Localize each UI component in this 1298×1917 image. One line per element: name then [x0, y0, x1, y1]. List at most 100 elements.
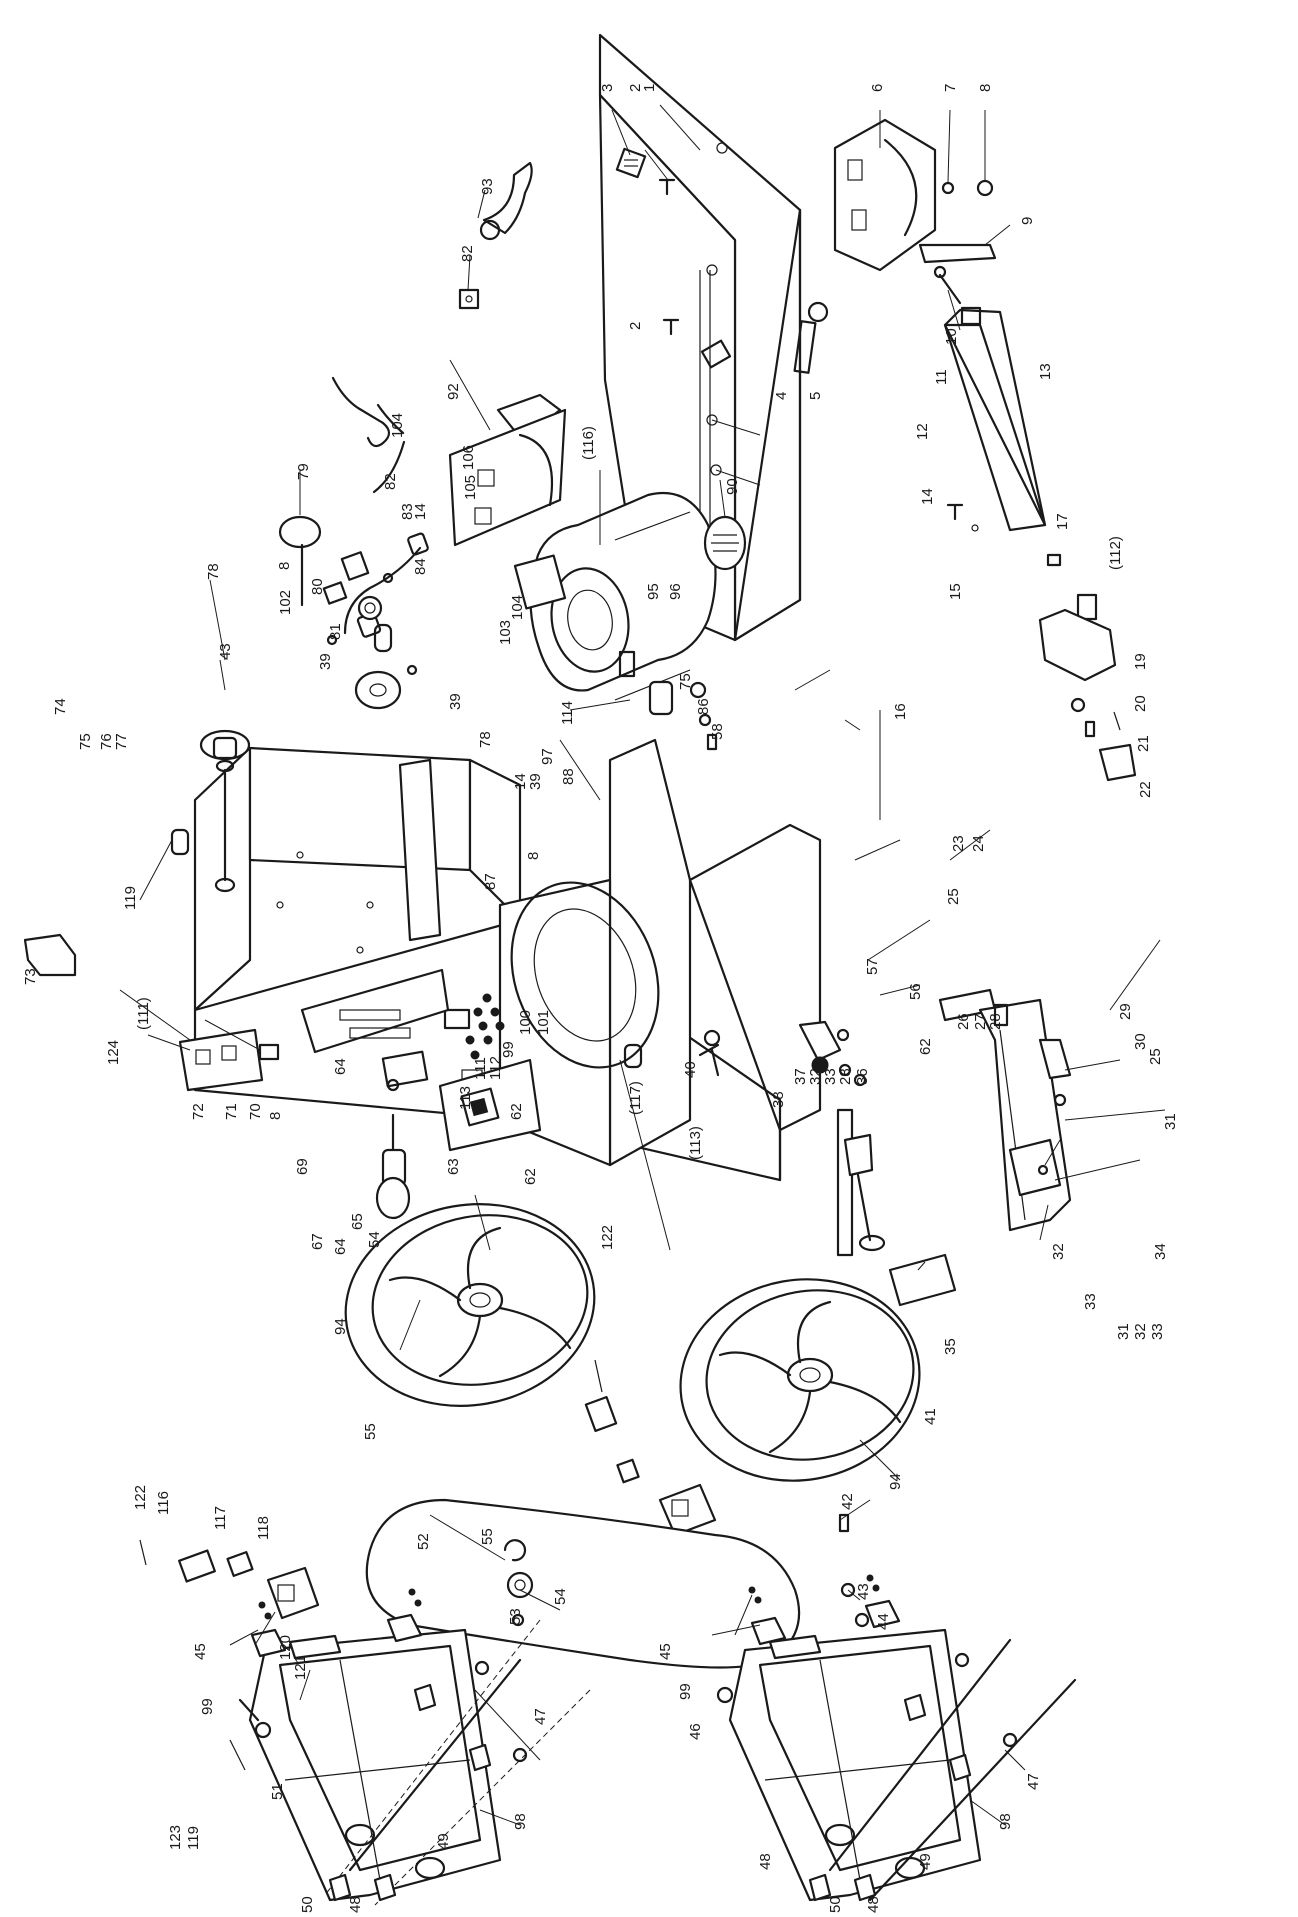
callout-20: 20	[1132, 695, 1149, 712]
callout-14: 14	[919, 488, 936, 505]
right-handle-rods	[808, 1638, 1077, 1902]
rip-fence-bracket	[1038, 608, 1117, 682]
callout-39: 36	[854, 1068, 871, 1085]
callout-9: 9	[1019, 217, 1036, 225]
motor-fan-cover	[703, 515, 747, 571]
callout-117: 121	[292, 1655, 309, 1680]
upper-wheel	[344, 1203, 596, 1407]
callout-70: 69	[294, 1158, 311, 1175]
callout-62: 57	[864, 958, 881, 975]
tension-knob	[199, 729, 251, 893]
callout-40: 37	[792, 1068, 809, 1085]
callout-29: 28	[987, 1013, 1004, 1030]
callout-42c: 39	[527, 773, 544, 790]
callout-8c: 8	[276, 562, 293, 570]
guide-post-parts	[698, 1029, 721, 1077]
tension-lever	[479, 161, 533, 241]
callout-108: 112	[487, 1056, 504, 1080]
lock-bolt	[933, 265, 962, 305]
callout-15: 15	[947, 583, 964, 600]
motor	[513, 491, 717, 701]
callout-1: 1	[641, 84, 658, 92]
spring-and-wheel	[354, 623, 418, 710]
callout-52b: 49	[917, 1853, 934, 1870]
callout-52a: 49	[435, 1833, 452, 1850]
callout-50b: 47	[1025, 1773, 1042, 1790]
callout-67: 65	[349, 1213, 366, 1230]
callout-88: 88	[560, 768, 577, 785]
callout-76b: 75	[677, 673, 694, 690]
callout-25: 25	[945, 888, 962, 905]
callout-114: 118	[255, 1516, 272, 1540]
callout-94b: 94	[887, 1473, 904, 1490]
callout-22: 22	[1137, 781, 1154, 798]
callout-93: 93	[479, 178, 496, 195]
lower-wheel	[679, 1278, 921, 1482]
callout-16: 16	[892, 703, 909, 720]
callout-27: 26	[955, 1013, 972, 1030]
callout-54b: 50	[827, 1896, 844, 1913]
callout-119: 123	[167, 1825, 184, 1850]
callout-45: 42	[839, 1493, 856, 1510]
callout-53b: 48	[865, 1896, 882, 1913]
guide-post-clamp	[322, 551, 370, 605]
callout-46b: 43	[855, 1583, 872, 1600]
callout-72: 71	[223, 1103, 240, 1120]
callout-48b: 45	[657, 1643, 674, 1660]
switch-cover-set	[584, 1359, 717, 1537]
callout-28: 27	[972, 1013, 989, 1030]
callout-116: 120	[277, 1635, 294, 1660]
callout-64b: 62	[522, 1168, 539, 1185]
callout-103: 103	[497, 620, 514, 645]
callout-58b: 54	[552, 1588, 569, 1605]
callout-12: 12	[914, 423, 931, 440]
callout-71: 70	[247, 1103, 264, 1120]
left-hinges	[250, 1588, 423, 1658]
callout-96: 96	[667, 583, 684, 600]
callout-92: 92	[445, 383, 462, 400]
table-support-bar	[943, 306, 1047, 532]
callout-31b: 33	[1082, 1293, 1099, 1310]
callout-42a: 39	[317, 653, 334, 670]
callout-64: 62	[508, 1103, 525, 1120]
callout-43: 40	[682, 1061, 699, 1078]
callout-66: 64	[332, 1058, 349, 1075]
callout-104a: 104	[509, 595, 526, 620]
switch-box	[438, 1058, 542, 1152]
callout-8: 8	[977, 84, 994, 92]
callout-118a: 122	[599, 1225, 616, 1250]
callout-76: 75	[77, 733, 94, 750]
callout-14b: 14	[412, 503, 429, 520]
callout-47: 44	[875, 1613, 892, 1630]
callout-2b: 2	[627, 322, 644, 330]
callout-50a: 47	[532, 1708, 549, 1725]
callout-87: 87	[482, 873, 499, 890]
callout-labels: 1 2 2 3 4 5 6 7 8 9 10 11 12 13 14 15 17…	[22, 84, 1179, 1913]
callout-98b: 98	[997, 1813, 1014, 1830]
callout-10: 10	[943, 328, 960, 345]
left-latch	[229, 1698, 272, 1771]
callout-35b: 32	[1132, 1323, 1149, 1340]
callout-37: 34	[1152, 1243, 1169, 1260]
callout-54a: 50	[299, 1896, 316, 1913]
callout-122: (111)	[135, 997, 152, 1030]
trunnion-washer-nut	[941, 179, 994, 197]
callout-69: 67	[309, 1233, 326, 1250]
callout-36a: 33	[822, 1068, 839, 1085]
callout-110: 114	[559, 701, 576, 725]
callout-41: 38	[770, 1091, 787, 1108]
callout-73: 72	[190, 1103, 207, 1120]
pointer-plate	[918, 243, 997, 264]
callout-94: 94	[332, 1318, 349, 1335]
upper-arm-rail	[398, 758, 442, 942]
callout-77: 76	[98, 733, 115, 750]
lever-cam	[458, 288, 480, 310]
callout-80: 79	[295, 463, 312, 480]
trunnion-bracket	[833, 118, 937, 272]
callout-58: 54	[366, 1231, 383, 1248]
blade-guide-bearings	[503, 1539, 870, 1628]
callout-74: 73	[22, 968, 39, 985]
callout-102: 102	[277, 590, 294, 615]
callout-17: 17	[1054, 513, 1071, 530]
